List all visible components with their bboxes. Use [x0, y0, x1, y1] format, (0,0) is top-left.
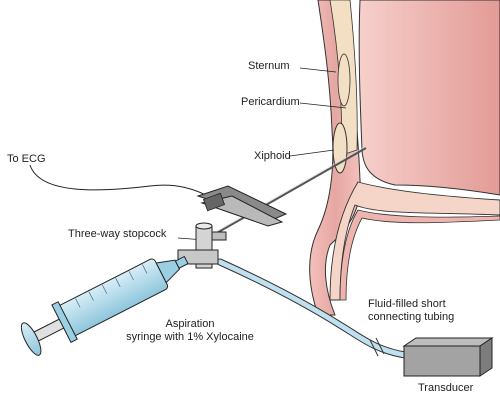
tubing-label-line1: Fluid-filled short [368, 298, 446, 310]
heart-mass [358, 0, 500, 196]
aspiration-syringe [20, 255, 189, 356]
to-ecg-label: To ECG [7, 153, 46, 165]
tubing-label-line2: connecting tubing [368, 311, 455, 323]
stopcock-label: Three-way stopcock [68, 228, 167, 240]
aspiration-label-line1: Aspiration [165, 318, 215, 330]
transducer-label: Transducer [418, 382, 474, 394]
pericardium-leader [299, 102, 347, 109]
ecg-wire [29, 164, 216, 201]
diaphragm [329, 181, 500, 301]
three-way-stopcock [177, 222, 227, 269]
sternum-segment [337, 53, 351, 107]
aspiration-label-line2: syringe with 1% Xylocaine [126, 331, 254, 343]
abdominal-wall [339, 209, 500, 301]
alligator-clip [196, 185, 288, 227]
needle [207, 147, 367, 239]
pericardium-label: Pericardium [241, 96, 300, 108]
sternum-leader [299, 67, 337, 73]
xiphoid-leader [289, 149, 335, 157]
sternum-label: Sternum [248, 60, 290, 72]
xiphoid-label: Xiphoid [254, 150, 291, 162]
transducer-box [402, 337, 494, 377]
